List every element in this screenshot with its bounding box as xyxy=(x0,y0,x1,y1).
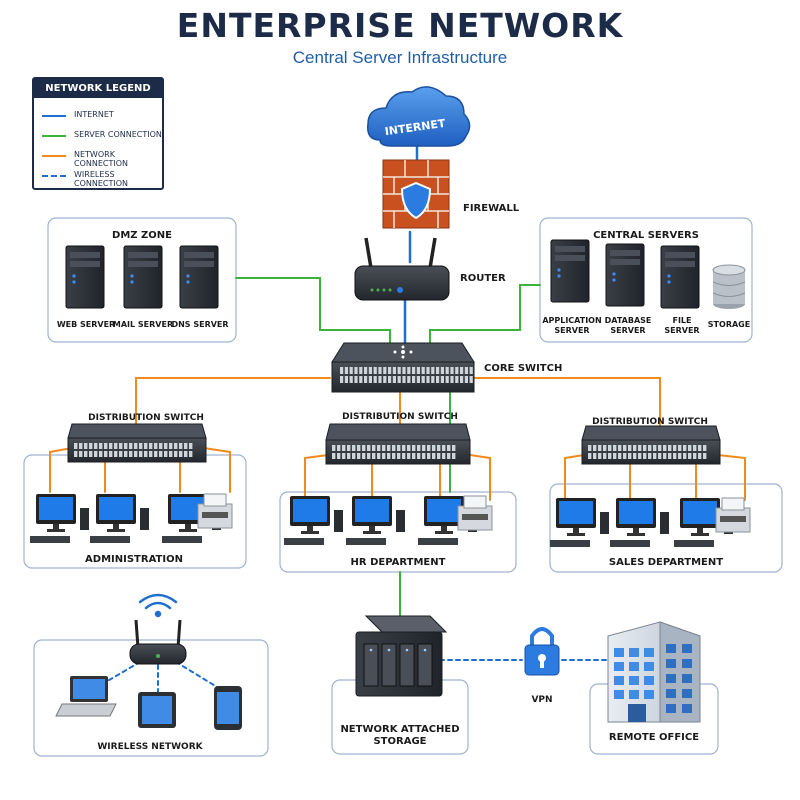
sales-printer-icon xyxy=(715,497,751,533)
core-switch-ports xyxy=(340,367,473,383)
legend-server-swatch xyxy=(42,135,66,137)
building-icon xyxy=(607,621,701,723)
legend-internet-label: INTERNET xyxy=(74,110,114,119)
distribution-switch-label-admin: DISTRIBUTION SWITCH xyxy=(88,413,204,423)
firewall-label: FIREWALL xyxy=(463,203,520,214)
core-switch-icon xyxy=(331,342,475,393)
smartphone-icon xyxy=(214,686,242,730)
legend-wireless-swatch xyxy=(42,175,66,177)
nas-icon xyxy=(355,615,448,697)
admin-printer-icon xyxy=(197,493,233,529)
legend-wireless-label: WIRELESS CONNECTION xyxy=(74,170,129,188)
tablet-icon xyxy=(138,692,176,728)
laptop-icon xyxy=(55,676,117,717)
core-sales-line xyxy=(474,377,661,431)
distribution-switch-sales-icon xyxy=(581,425,721,465)
database-server-icon xyxy=(605,243,645,307)
remote-office-label: REMOTE OFFICE xyxy=(609,732,699,743)
storage-label: STORAGE xyxy=(708,320,750,329)
storage-icon xyxy=(712,264,746,309)
legend-internet-swatch xyxy=(42,115,66,117)
hr-printer-icon xyxy=(457,495,493,531)
sales-workstation-2-icon xyxy=(610,498,669,547)
sales-department-label: SALES DEPARTMENT xyxy=(609,557,723,568)
core-admin-line xyxy=(135,377,331,431)
distribution-switch-hr-icon xyxy=(325,423,471,465)
admin-workstation-2-icon xyxy=(90,494,149,543)
router-icon xyxy=(354,237,450,301)
page-title: ENTERPRISE NETWORK xyxy=(176,6,624,45)
cloud-icon xyxy=(367,86,471,147)
core-switch-label: CORE SWITCH xyxy=(484,363,562,374)
legend-title: NETWORK LEGEND xyxy=(34,79,162,98)
distribution-switch-label-sales: DISTRIBUTION SWITCH xyxy=(592,417,708,427)
legend-network-label: NETWORK CONNECTION xyxy=(74,150,129,168)
vpn-label: VPN xyxy=(531,695,552,705)
dns-server-label: DNS SERVER xyxy=(171,320,228,329)
hr-workstation-3-icon xyxy=(418,496,477,545)
legend-network-swatch xyxy=(42,155,66,157)
distribution-switch-admin-icon xyxy=(67,423,207,463)
lock-icon xyxy=(524,627,560,676)
wireless-access-point-icon xyxy=(129,619,187,665)
firewall-icon xyxy=(382,159,450,229)
sales-workstation-1-icon xyxy=(550,498,609,547)
dmz-zone-title: DMZ ZONE xyxy=(112,230,172,241)
distribution-switch-label-hr: DISTRIBUTION SWITCH xyxy=(342,412,458,422)
hr-workstation-1-icon xyxy=(284,496,343,545)
dmz-server-line xyxy=(235,277,391,344)
network-legend: NETWORK LEGEND INTERNET SERVER CONNECTIO… xyxy=(32,77,164,190)
administration-label: ADMINISTRATION xyxy=(85,554,183,565)
wifi-icon xyxy=(138,593,178,618)
mail-server-label: MAIL SERVER xyxy=(113,320,173,329)
hr-workstation-2-icon xyxy=(346,496,405,545)
legend-server-label: SERVER CONNECTION xyxy=(74,130,162,139)
web-server-label: WEB SERVER xyxy=(57,320,115,329)
application-server-icon xyxy=(550,239,590,303)
distribution-switch-ports xyxy=(74,443,707,459)
hr-department-label: HR DEPARTMENT xyxy=(351,557,446,568)
file-server-icon xyxy=(660,245,700,309)
wireless-network-label: WIRELESS NETWORK xyxy=(97,742,203,752)
web-server-icon xyxy=(65,245,105,309)
central-server-line xyxy=(429,284,541,344)
router-label: ROUTER xyxy=(460,273,506,284)
central-servers-title: CENTRAL SERVERS xyxy=(593,230,699,241)
dns-server-icon xyxy=(179,245,219,309)
mail-server-icon xyxy=(123,245,163,309)
page-subtitle: Central Server Infrastructure xyxy=(292,48,508,67)
admin-workstation-1-icon xyxy=(30,494,89,543)
